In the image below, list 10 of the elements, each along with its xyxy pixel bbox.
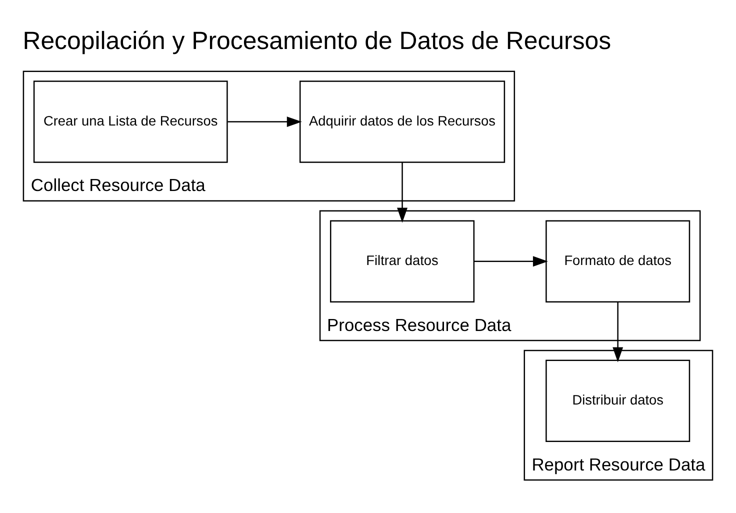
node-box: Crear una Lista de Recursos [33,80,228,162]
node-box: Distribuir datos [546,359,690,442]
arrow [228,116,302,127]
arrow [397,162,408,222]
node-box: Formato de datos [546,220,690,302]
node-box: Adquirir datos de los Recursos [299,80,506,162]
arrow [612,301,624,362]
diagram-title: Recopilación y Procesamiento de Datos de Recursos [22,26,612,54]
arrow [474,256,548,266]
node-box: Filtrar datos [330,220,475,302]
